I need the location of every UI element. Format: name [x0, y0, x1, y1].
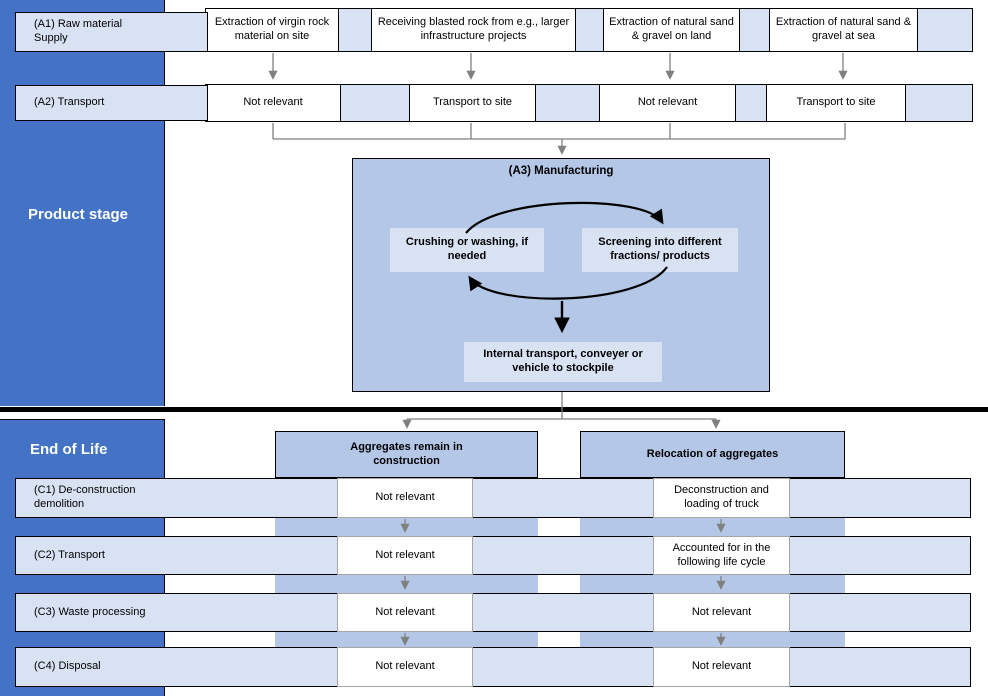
- c3-relocation-value: Not relevant: [653, 593, 790, 632]
- a2-spacer: [735, 84, 767, 122]
- a1-to-a2-arrows: [268, 53, 848, 80]
- a3-internal-transport-box: Internal transport, conveyer or vehicle …: [464, 342, 662, 382]
- a2-to-a3-connector: [272, 123, 846, 155]
- c4-row-label: (C4) Disposal: [34, 660, 101, 673]
- a2-spacer: [535, 84, 600, 122]
- c2-row: (C2) Transport: [15, 536, 971, 575]
- a1-cell-virgin-rock: Extraction of virgin rock material on si…: [214, 16, 330, 42]
- a2-spacer: [905, 84, 973, 122]
- a3-screening-box: Screening into different fractions/ prod…: [582, 228, 738, 272]
- a2-cell-1: Not relevant: [243, 96, 303, 109]
- a2-cell-3: Not relevant: [637, 96, 698, 109]
- product-stage-panel: Product stage: [0, 0, 165, 406]
- c3-row: (C3) Waste processing: [15, 593, 971, 632]
- a1-cell-sand-gravel-sea: Extraction of natural sand & gravel at s…: [775, 16, 912, 42]
- a3-crushing-box: Crushing or washing, if needed: [390, 228, 544, 272]
- a1-spacer: [338, 8, 372, 52]
- column-header-remain-text: Aggregates remain in construction: [350, 440, 463, 467]
- c2-relocation-value: Accounted for in the following life cycl…: [653, 536, 790, 575]
- a1-spacer: [917, 8, 973, 52]
- a2-cell-2: Transport to site: [432, 96, 513, 109]
- a1-row-label: (A1) Raw material Supply: [15, 12, 208, 52]
- c2-remain-value: Not relevant: [337, 536, 473, 575]
- column-header-relocation-text: Relocation of aggregates: [646, 447, 779, 460]
- a3-title: (A3) Manufacturing: [508, 164, 614, 177]
- c4-row: (C4) Disposal: [15, 647, 971, 687]
- a1-cell-blasted-rock: Receiving blasted rock from e.g., larger…: [377, 16, 570, 42]
- end-of-life-title: End of Life: [30, 441, 108, 458]
- c4-relocation-value: Not relevant: [653, 647, 790, 687]
- product-stage-title: Product stage: [28, 206, 129, 223]
- c2-row-label: (C2) Transport: [34, 548, 105, 561]
- c3-remain-value: Not relevant: [337, 593, 473, 632]
- stage-separator-line: [0, 407, 988, 412]
- a2-row-label-text: (A2) Transport: [34, 96, 105, 109]
- a2-spacer: [340, 84, 410, 122]
- a1-spacer: [575, 8, 604, 52]
- c4-remain-value: Not relevant: [337, 647, 473, 687]
- c1-row: (C1) De-construction demolition: [15, 478, 971, 518]
- a2-cell-4: Transport to site: [796, 96, 876, 109]
- c1-remain-value: Not relevant: [337, 478, 473, 518]
- c1-relocation-value: Deconstruction and loading of truck: [653, 478, 790, 518]
- a1-row-label-text: (A1) Raw material Supply: [34, 18, 123, 44]
- c1-row-label: (C1) De-construction demolition: [34, 484, 136, 510]
- c3-row-label: (C3) Waste processing: [34, 605, 146, 618]
- column-header-remain: Aggregates remain in construction: [275, 431, 538, 478]
- a1-spacer: [739, 8, 770, 52]
- column-header-relocation: Relocation of aggregates: [580, 431, 845, 478]
- a2-row-label: (A2) Transport: [15, 85, 208, 121]
- a1-cell-sand-gravel-land: Extraction of natural sand & gravel on l…: [609, 16, 734, 42]
